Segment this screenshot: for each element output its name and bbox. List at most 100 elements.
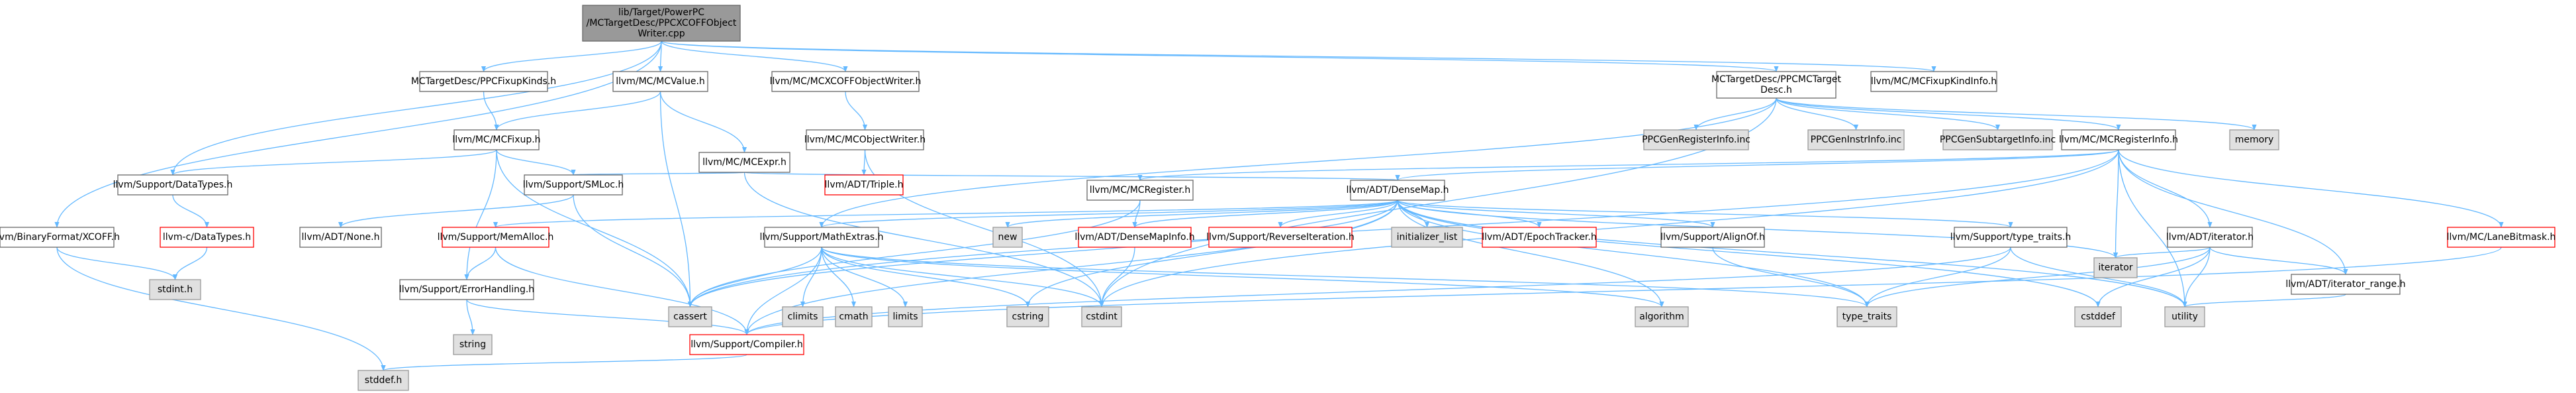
- node-fixupkindinfo[interactable]: llvm/MC/MCFixupKindInfo.h: [1870, 71, 1997, 92]
- node-box-datatypes: [117, 174, 228, 196]
- node-label-mathextras: llvm/Support/MathExtras.h: [759, 232, 883, 243]
- node-xcoffwriter[interactable]: llvm/MC/MCXCOFFObjectWriter.h: [770, 71, 922, 92]
- node-label-fixupkindinfo: llvm/MC/MCFixupKindInfo.h: [1871, 76, 1997, 87]
- edge-densemap-to-memalloc: [493, 199, 1398, 228]
- node-epochtracker[interactable]: llvm/ADT/EpochTracker.h: [1482, 227, 1597, 248]
- node-label-initlist: initializer_list: [1397, 232, 1458, 243]
- edge-mcreginfo-to-cstdint: [1099, 149, 2119, 308]
- node-box-epochtracker: [1482, 227, 1597, 248]
- node-mcvalue[interactable]: llvm/MC/MCValue.h: [612, 71, 708, 92]
- node-memalloc[interactable]: llvm/Support/MemAlloc.h: [438, 227, 554, 248]
- node-layer: lib/Target/PowerPC/MCTargetDesc/PPCXCOFF…: [0, 5, 2556, 391]
- edge-objectwriter-to-cstdint: [864, 149, 1104, 308]
- node-typetraitsh[interactable]: llvm/Support/type_traits.h: [1950, 227, 2072, 248]
- node-label-memory: memory: [2235, 135, 2274, 145]
- node-errorhandling[interactable]: llvm/Support/ErrorHandling.h: [399, 279, 534, 300]
- node-lanebitmask[interactable]: llvm/MC/LaneBitmask.h: [2447, 227, 2556, 248]
- edge-densemap-to-algorithm: [1397, 199, 1664, 308]
- node-label-datatypes: llvm/Support/DataTypes.h: [113, 180, 233, 190]
- edge-ppcmctarget-to-ppcgenreg: [1693, 97, 1777, 131]
- node-alignof[interactable]: llvm/Support/AlignOf.h: [1660, 227, 1765, 248]
- node-label-algorithm: algorithm: [1639, 311, 1684, 322]
- node-iterrange[interactable]: llvm/ADT/iterator_range.h: [2285, 274, 2406, 295]
- node-box-cdatatypes: [160, 227, 254, 248]
- node-iteratorh[interactable]: llvm/ADT/iterator.h: [2166, 227, 2254, 248]
- node-box-mcregister: [1086, 180, 1194, 201]
- node-reverseiter[interactable]: llvm/Support/ReverseIteration.h: [1206, 227, 1355, 248]
- node-box-mcexpr: [698, 152, 790, 173]
- node-typetraits: type_traits: [1837, 306, 1897, 327]
- node-box-typetraitsh: [1954, 227, 2068, 248]
- node-box-xcoff: [0, 227, 115, 248]
- node-mcregister[interactable]: llvm/MC/MCRegister.h: [1086, 180, 1194, 201]
- node-densemapinfo[interactable]: llvm/ADT/DenseMapInfo.h: [1074, 227, 1195, 248]
- node-label-ppcmctarget: Desc.h: [1760, 85, 1792, 95]
- node-mathextras[interactable]: llvm/Support/MathExtras.h: [759, 227, 884, 248]
- edge-mcregister-to-cassert: [687, 199, 1141, 308]
- node-label-stdinth: stdint.h: [158, 284, 193, 295]
- edge-mcvalue-to-mcfixup: [494, 91, 661, 131]
- node-box-ppcmctarget: [1716, 71, 1837, 99]
- node-smloc[interactable]: llvm/Support/SMLoc.h: [523, 174, 624, 196]
- node-box-iteratorsys: [2093, 257, 2138, 278]
- node-label-objectwriter: llvm/MC/MCObjectWriter.h: [804, 135, 926, 145]
- node-box-mcvalue: [612, 71, 708, 92]
- node-box-adtnone: [299, 227, 382, 248]
- edge-xcoff-to-stdinth: [56, 247, 178, 280]
- node-box-fixupkinds: [419, 71, 548, 92]
- node-box-stdinth: [149, 279, 201, 300]
- edge-densemap-to-densemapinfo: [1132, 199, 1398, 228]
- node-initlist: initializer_list: [1391, 227, 1463, 248]
- node-box-densemap: [1350, 180, 1445, 201]
- edge-memalloc-to-compiler: [495, 247, 749, 335]
- node-mcreginfo[interactable]: llvm/MC/MCRegisterInfo.h: [2059, 129, 2178, 150]
- node-mcexpr[interactable]: llvm/MC/MCExpr.h: [698, 152, 790, 173]
- node-mcfixup[interactable]: llvm/MC/MCFixup.h: [452, 129, 541, 150]
- node-iteratorsys: iterator: [2093, 257, 2138, 278]
- node-adtnone[interactable]: llvm/ADT/None.h: [299, 227, 382, 248]
- node-root[interactable]: lib/Target/PowerPC/MCTargetDesc/PPCXCOFF…: [582, 5, 741, 42]
- node-new: new: [992, 227, 1023, 248]
- node-label-ppcgeninstr: PPCGenInstrInfo.inc: [1811, 135, 1902, 145]
- node-box-algorithm: [1635, 306, 1689, 327]
- node-box-typetraits: [1837, 306, 1897, 327]
- node-cdatatypes[interactable]: llvm-c/DataTypes.h: [160, 227, 254, 248]
- edge-mcreginfo-to-densemap: [1395, 149, 2119, 181]
- node-label-mcvalue: llvm/MC/MCValue.h: [616, 76, 705, 87]
- edge-datatypes-to-cdatatypes: [172, 194, 210, 228]
- edge-mcreginfo-to-iterrange: [2118, 149, 2348, 275]
- node-fixupkinds[interactable]: MCTargetDesc/PPCFixupKinds.h: [411, 71, 556, 92]
- node-box-cstdint: [1081, 306, 1122, 327]
- node-label-mcexpr: llvm/MC/MCExpr.h: [702, 157, 787, 168]
- node-ppcgeninstr: PPCGenInstrInfo.inc: [1807, 129, 1905, 150]
- edge-densemap-to-utility: [1397, 199, 2187, 308]
- edge-mcfixup-to-smloc: [496, 149, 576, 176]
- node-box-mcfixup: [453, 129, 540, 150]
- node-label-densemap: llvm/ADT/DenseMap.h: [1346, 185, 1449, 196]
- node-cstddef: cstddef: [2074, 306, 2122, 327]
- node-compiler[interactable]: llvm/Support/Compiler.h: [689, 334, 804, 355]
- edge-iteratorh-to-iteratorsys: [2113, 247, 2211, 258]
- node-label-typetraits: type_traits: [1842, 311, 1892, 322]
- node-box-root: [582, 5, 741, 42]
- edge-iteratorh-to-iterrange: [2209, 247, 2348, 275]
- edge-iteratorh-to-cstddef: [2095, 247, 2211, 308]
- node-datatypes[interactable]: llvm/Support/DataTypes.h: [113, 174, 233, 196]
- node-box-alignof: [1660, 227, 1765, 248]
- node-xcoff[interactable]: llvm/BinaryFormat/XCOFF.h: [0, 227, 120, 248]
- edge-mcfixup-to-cassert: [496, 149, 693, 308]
- edge-mcexpr-to-smloc: [571, 169, 745, 176]
- edge-xcoffwriter-to-objectwriter: [845, 91, 868, 131]
- edge-ppcmctarget-to-memory: [1776, 97, 2257, 131]
- edge-cdatatypes-to-stdinth: [172, 247, 208, 280]
- node-densemap[interactable]: llvm/ADT/DenseMap.h: [1346, 180, 1449, 201]
- node-triple[interactable]: llvm/ADT/Triple.h: [824, 174, 904, 196]
- edge-root-to-fixupkinds: [481, 40, 662, 72]
- node-label-compiler: llvm/Support/Compiler.h: [691, 339, 803, 350]
- node-label-epochtracker: llvm/ADT/EpochTracker.h: [1482, 232, 1596, 243]
- edge-densemapinfo-to-cstdint: [1099, 247, 1135, 308]
- node-objectwriter[interactable]: llvm/MC/MCObjectWriter.h: [804, 129, 926, 150]
- node-label-cstddef: cstddef: [2081, 311, 2116, 322]
